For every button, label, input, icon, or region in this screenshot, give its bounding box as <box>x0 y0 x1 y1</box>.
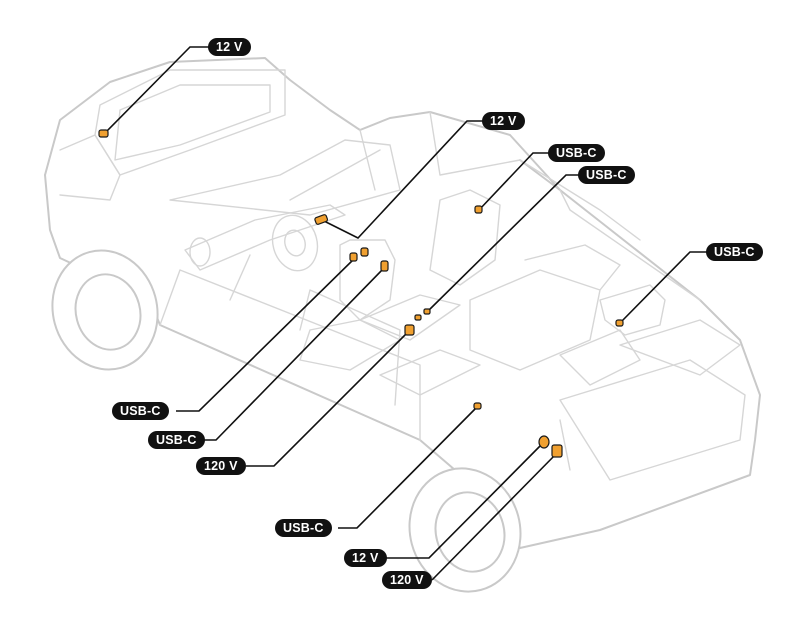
vehicle-outline <box>44 57 761 549</box>
label-usbc-front-left: USB-C <box>112 402 169 420</box>
label-120v-cargo: 120 V <box>382 571 432 589</box>
outlet-front-left-usbc-marker <box>349 252 358 262</box>
outlet-frunk-12v-marker <box>98 129 109 138</box>
outlet-markers <box>98 129 624 458</box>
label-usbc-front-right: USB-C <box>148 431 205 449</box>
outlet-rear-usbc-marker <box>615 319 624 327</box>
label-usbc-floor: USB-C <box>275 519 332 537</box>
label-120v-console: 120 V <box>196 457 246 475</box>
outlet-floor-usbc-marker <box>473 402 482 410</box>
label-12v-dash: 12 V <box>482 112 525 130</box>
outlet-seat-right-usbc-marker <box>474 205 483 214</box>
outlet-cargo-12v-marker <box>538 435 550 449</box>
outlet-console-usbc-marker-a <box>414 314 422 321</box>
leader-lines <box>103 46 709 581</box>
outlet-front-left-usbc-marker-b <box>360 247 369 257</box>
outlet-cargo-120v-marker <box>551 444 563 458</box>
front-wheel <box>51 249 159 371</box>
label-usbc-rear-console: USB-C <box>706 243 763 261</box>
outlet-front-right-usbc-marker <box>380 260 389 272</box>
label-usbc-seat-right: USB-C <box>548 144 605 162</box>
label-12v-frunk: 12 V <box>208 38 251 56</box>
outlet-console-usbc-marker-b <box>423 308 431 315</box>
outlet-dash-12v-marker <box>314 214 329 225</box>
outlet-console-120v-marker <box>404 324 415 336</box>
rear-wheel <box>408 467 522 593</box>
label-12v-cargo: 12 V <box>344 549 387 567</box>
label-usbc-console: USB-C <box>578 166 635 184</box>
